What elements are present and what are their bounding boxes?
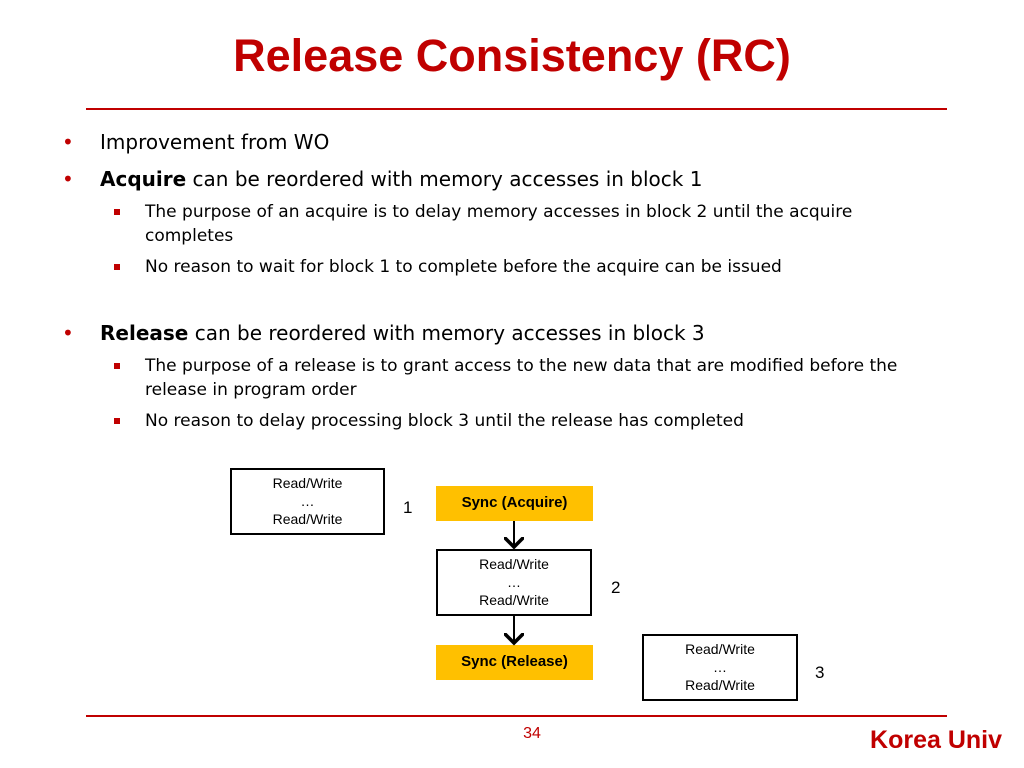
bullet-dot-icon: •	[62, 321, 74, 345]
bullet-dot-icon: •	[62, 130, 74, 154]
subbullet-text: The purpose of an acquire is to delay me…	[145, 202, 853, 246]
top-divider	[86, 108, 947, 110]
block-1: Read/Write … Read/Write	[230, 468, 385, 535]
slide-title: Release Consistency (RC)	[233, 30, 791, 81]
block-label-3: 3	[815, 663, 825, 682]
square-bullet-icon	[114, 363, 120, 369]
bullet-text: Acquire can be reordered with memory acc…	[100, 167, 703, 191]
square-bullet-icon	[114, 264, 120, 270]
block-line: Read/Write	[479, 556, 549, 572]
block-line: …	[507, 574, 521, 590]
block-line: …	[300, 493, 315, 509]
block-line: …	[713, 659, 727, 675]
sync-acquire: Sync (Acquire)	[436, 486, 593, 521]
block-line: Read/Write	[272, 475, 343, 491]
bullet-text: Improvement from WO	[100, 130, 330, 154]
block-3: Read/Write … Read/Write	[642, 634, 798, 701]
subbullet-text: No reason to wait for block 1 to complet…	[145, 257, 782, 277]
page-number: 34	[523, 725, 541, 742]
block-line: Read/Write	[685, 677, 755, 693]
block-line: Read/Write	[479, 592, 549, 608]
square-bullet-icon	[114, 209, 120, 215]
bullet-dot-icon: •	[62, 167, 74, 191]
bottom-divider	[86, 715, 947, 717]
sync-release: Sync (Release)	[436, 645, 593, 680]
block-2: Read/Write … Read/Write	[436, 549, 592, 616]
subbullet-text: No reason to delay processing block 3 un…	[145, 411, 744, 431]
square-bullet-icon	[114, 418, 120, 424]
subbullet-text: The purpose of a release is to grant acc…	[145, 356, 898, 400]
block-line: Read/Write	[685, 641, 755, 657]
bullet-text: Release can be reordered with memory acc…	[100, 321, 705, 345]
block-label-1: 1	[403, 498, 413, 517]
block-label-2: 2	[611, 578, 621, 597]
block-line: Read/Write	[272, 511, 343, 527]
footer-institution: Korea Univ	[870, 726, 1002, 754]
